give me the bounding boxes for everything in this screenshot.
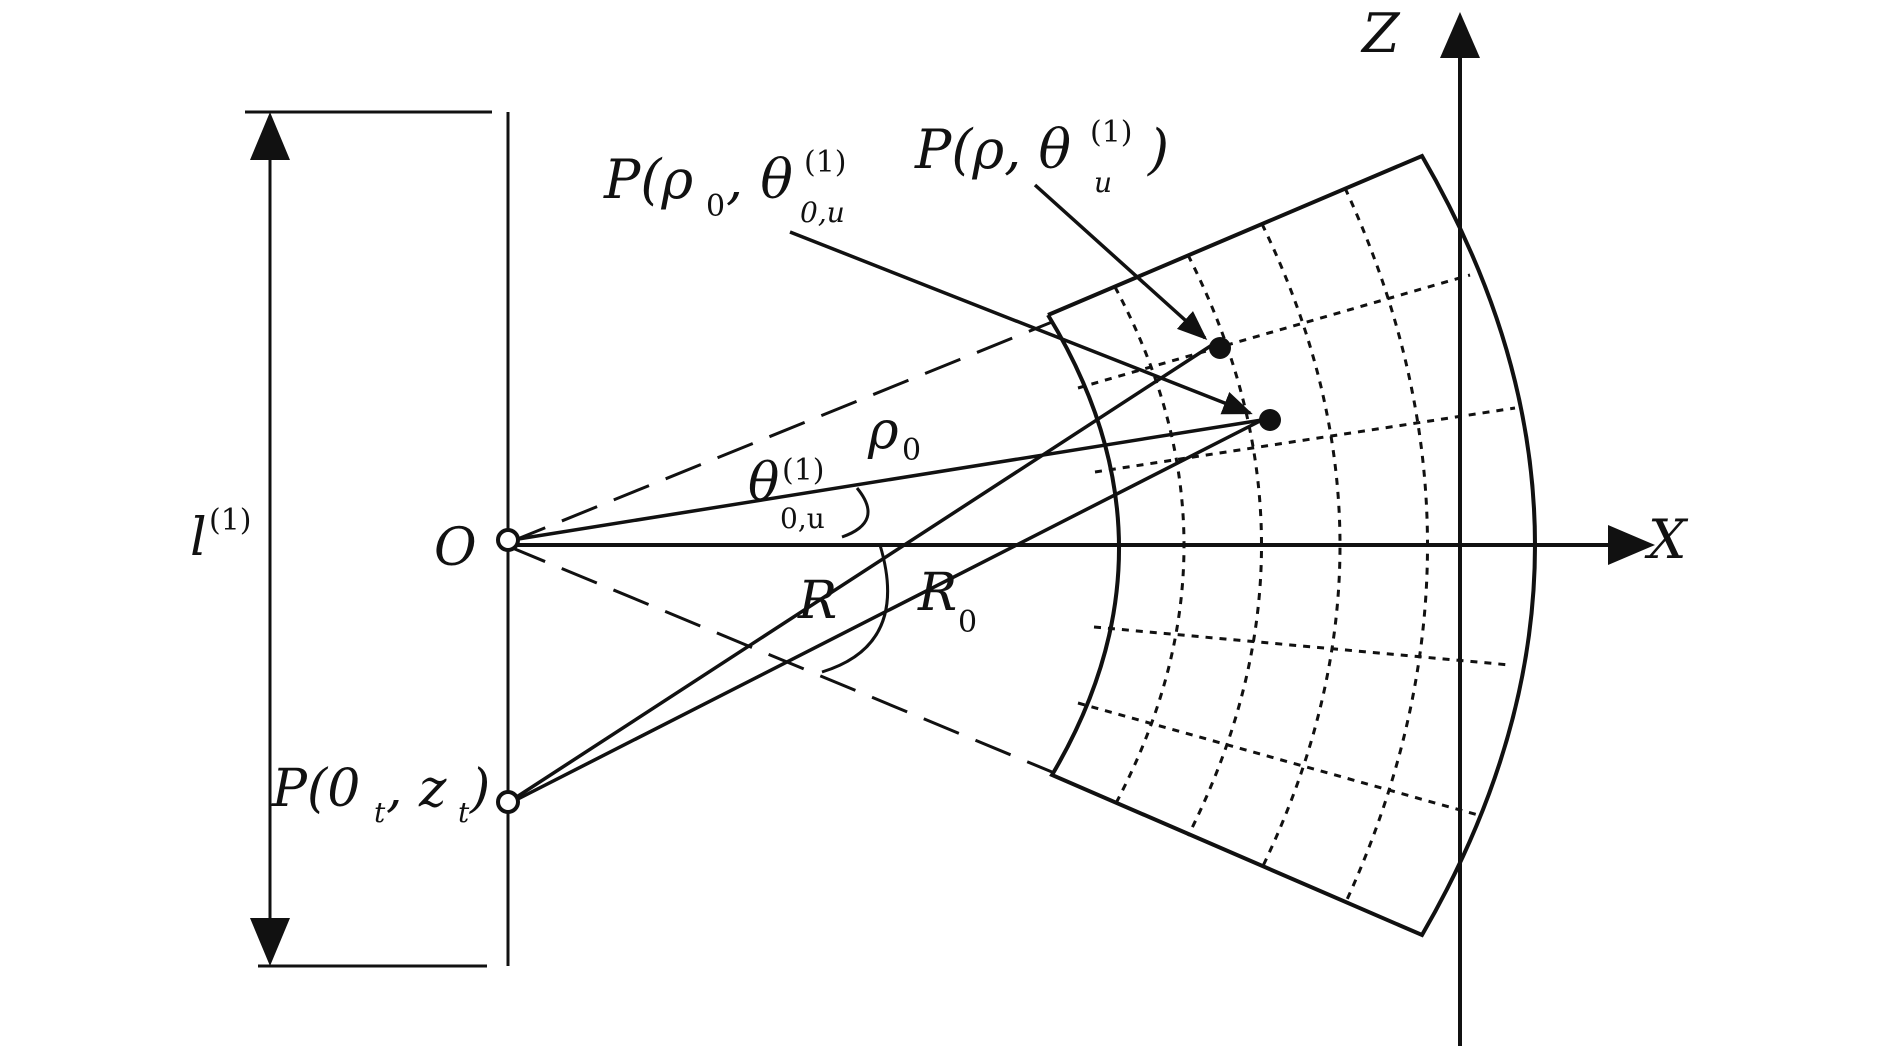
range-vectors [511, 343, 1263, 804]
origin-point [496, 528, 520, 552]
z-axis-label: Z [1360, 2, 1401, 65]
svg-text:, θ: , θ [726, 148, 793, 211]
x-axis-arrowhead [1608, 525, 1655, 565]
svg-text:(1): (1) [1090, 115, 1133, 150]
callout-arrow-rho [1033, 183, 1208, 341]
svg-text:u: u [1094, 166, 1112, 199]
rho0-vector [511, 418, 1263, 542]
region-outer-boundary [1046, 153, 1537, 938]
svg-text:P(ρ: P(ρ [603, 148, 693, 211]
rho0-label-subscript: 0 [902, 433, 921, 468]
callout-arrow-rho0 [789, 230, 1253, 415]
point-rho-label: P(ρ, θ (1) u ) [914, 115, 1169, 199]
svg-text:t: t [374, 796, 386, 829]
svg-text:): ) [1147, 118, 1169, 181]
R0-label-subscript: 0 [958, 605, 977, 640]
beam-boundaries [509, 320, 1053, 774]
imaging-region [1046, 153, 1537, 938]
length-label-superscript: (1) [209, 503, 252, 538]
rho0-label: ρ [867, 401, 899, 461]
svg-text:(1): (1) [804, 145, 847, 180]
origin-label: O [434, 518, 477, 578]
azimuth-grid-lines [1077, 273, 1516, 817]
callout-arrows [789, 183, 1253, 415]
R-vector [511, 343, 1213, 802]
target-point-rho [1209, 337, 1231, 359]
R0-vector [511, 418, 1263, 804]
svg-text:0: 0 [706, 189, 725, 224]
beam-upper-boundary [509, 320, 1053, 544]
transmitter-point-label: P(0 t , z t ) [271, 759, 490, 829]
x-axis-label: X [1644, 508, 1689, 571]
svg-text:, z: , z [386, 759, 447, 819]
length-label: l [190, 508, 207, 568]
theta-label-superscript: (1) [782, 453, 825, 488]
R-label: R [797, 571, 837, 631]
range-grid-arcs [1113, 187, 1429, 905]
beam-lower-boundary [509, 545, 1053, 774]
dimension-arrow-up [250, 112, 290, 160]
transmitter-point [496, 790, 520, 814]
svg-text:P(ρ, θ: P(ρ, θ [914, 118, 1071, 181]
length-dimension [245, 110, 492, 968]
svg-text:P(0: P(0 [271, 759, 360, 819]
theta-label-subscript: 0,u [780, 502, 825, 535]
R0-label: R [917, 563, 957, 623]
dimension-arrow-down [250, 918, 290, 966]
z-axis-arrowhead [1440, 12, 1480, 58]
angle-arcs [821, 487, 890, 674]
z-axis [1440, 12, 1480, 1046]
point-rho0-label: P(ρ 0 , θ (1) 0,u [603, 145, 847, 229]
theta-angle-arc [841, 487, 870, 539]
svg-text:0,u: 0,u [800, 196, 845, 229]
svg-text:t: t [458, 796, 470, 829]
target-point-rho0 [1259, 409, 1281, 431]
theta-label: θ [748, 453, 779, 513]
beam-angle-arc [821, 544, 890, 674]
x-axis [508, 525, 1655, 565]
svg-text:): ) [469, 759, 490, 819]
